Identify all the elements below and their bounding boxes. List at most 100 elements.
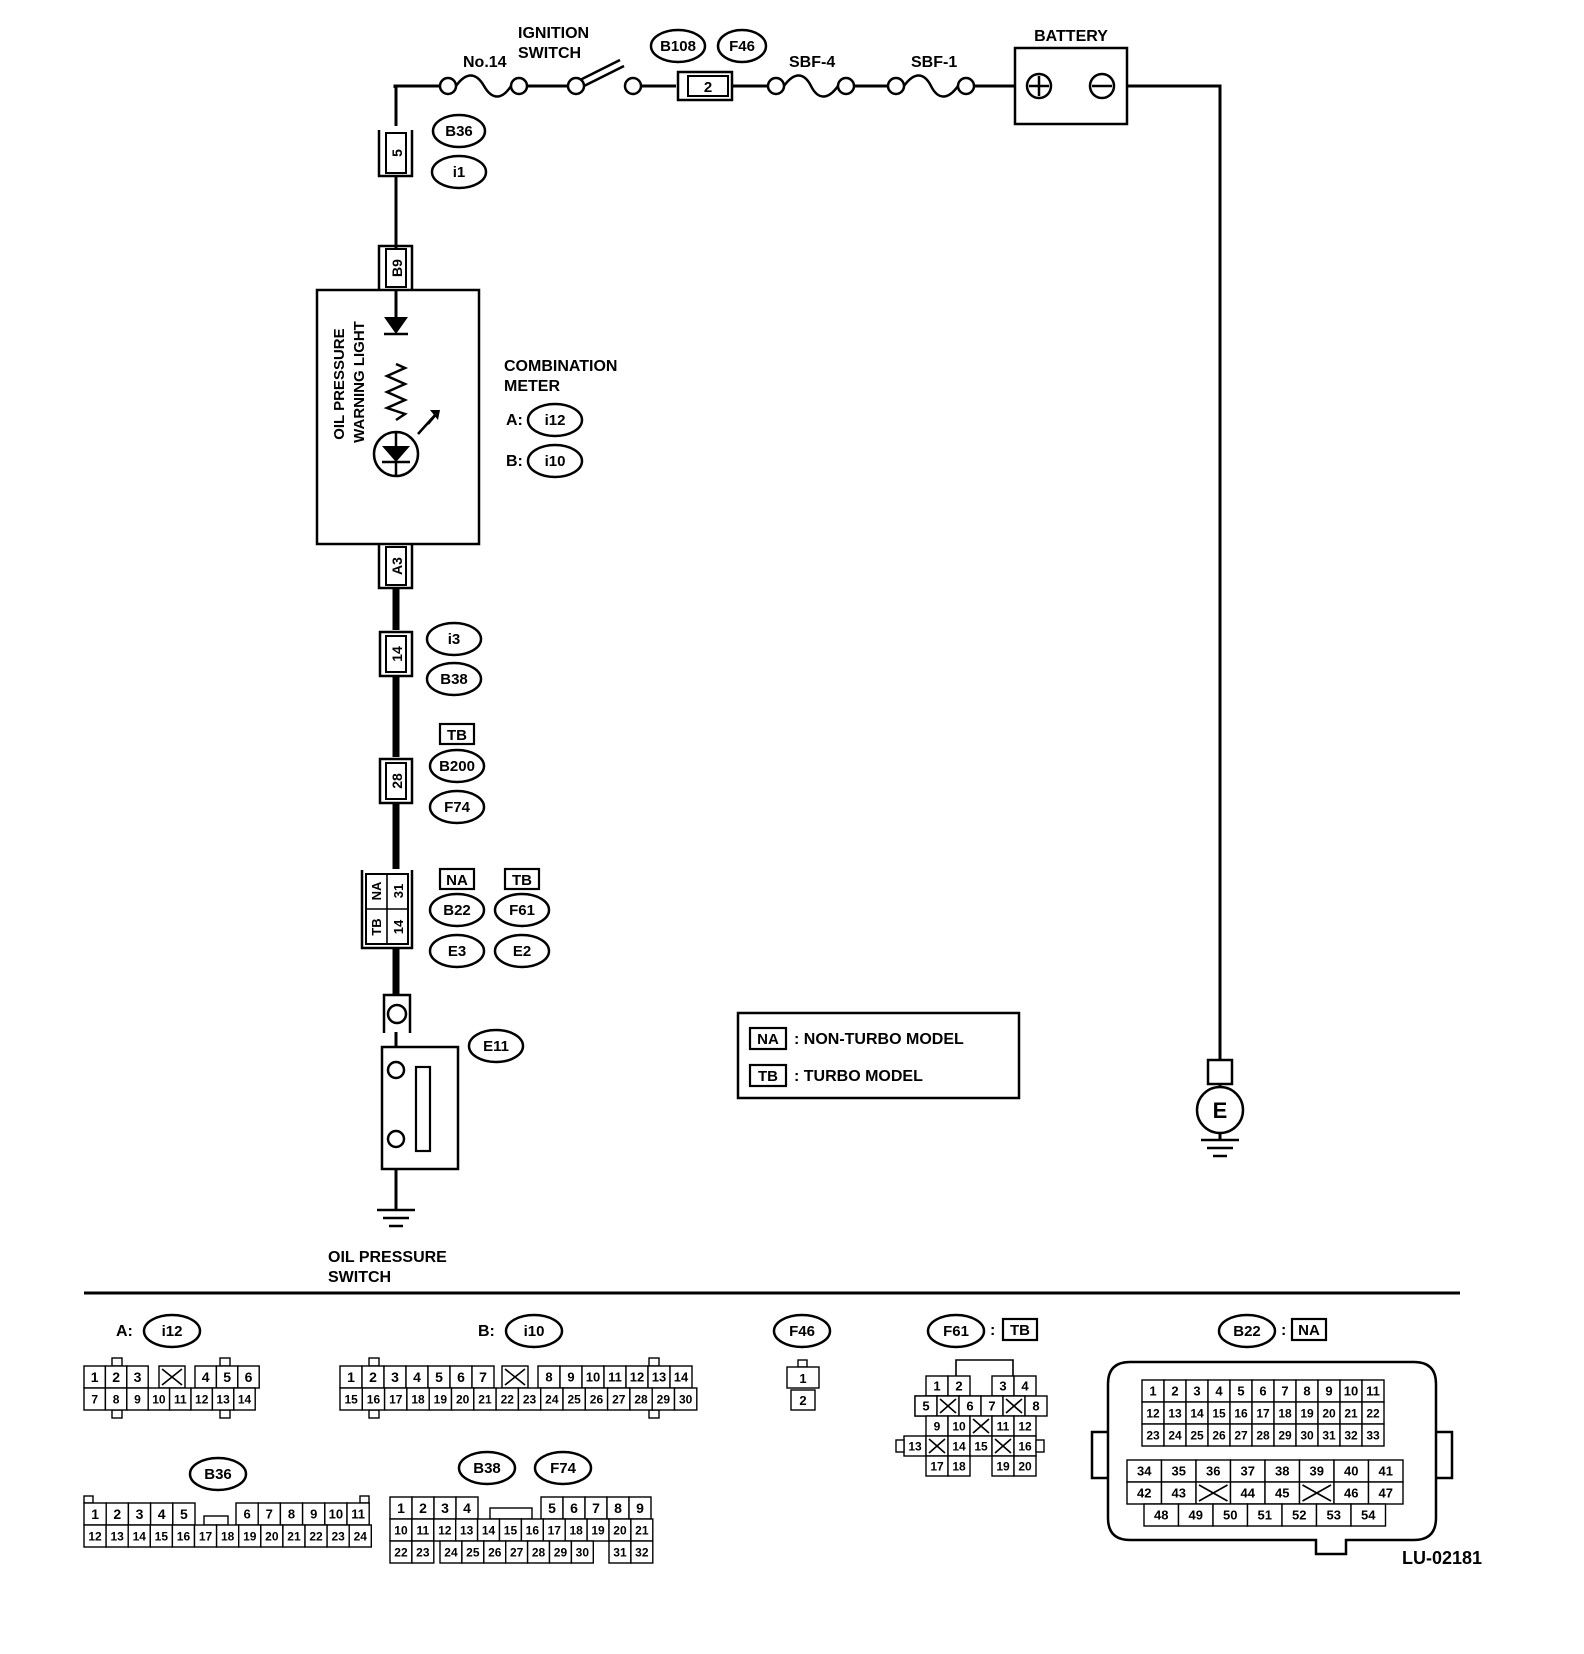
pin-number: 28 <box>634 1392 648 1406</box>
pin-number: 17 <box>199 1529 213 1543</box>
tag-f46-label: F46 <box>729 38 755 55</box>
pin-number: 4 <box>1021 1379 1029 1394</box>
pin-number: 43 <box>1172 1486 1186 1501</box>
pin-number: 7 <box>1281 1384 1288 1399</box>
connector-pin-14: 14 <box>378 630 414 678</box>
fuse-no14: No.14 <box>438 54 529 98</box>
pin-number: 17 <box>930 1459 944 1473</box>
combination-meter-text: COMBINATION METER <box>504 358 622 395</box>
pin-number: 12 <box>1018 1419 1032 1433</box>
pin-number: 6 <box>457 1369 465 1385</box>
pin-number: 22 <box>309 1529 323 1543</box>
combination-meter-line2: METER <box>504 378 560 395</box>
pin-number: 10 <box>329 1507 343 1522</box>
pin-number: 21 <box>287 1529 301 1543</box>
warning-light-label: OIL PRESSURE WARNING LIGHT <box>331 321 368 443</box>
oil-pressure-switch-line1: OIL PRESSURE <box>328 1249 447 1266</box>
pin-number: 21 <box>1344 1406 1358 1420</box>
pin-number: 24 <box>354 1529 368 1543</box>
pin-number: 10 <box>1344 1384 1358 1399</box>
pin-number: 13 <box>1168 1406 1182 1420</box>
cv-b-prefix: B: <box>478 1323 495 1340</box>
pin-number: 11 <box>351 1507 365 1522</box>
pin-number: 29 <box>657 1392 671 1406</box>
tag-b38-label: B38 <box>440 671 468 688</box>
pin-number: 11 <box>608 1370 622 1385</box>
f46-pin-1-label: 1 <box>799 1371 806 1386</box>
pin-number: 26 <box>590 1392 604 1406</box>
combination-meter-line1: COMBINATION <box>504 358 617 375</box>
pin-number: 22 <box>501 1392 515 1406</box>
warning-light-line2: WARNING LIGHT <box>351 321 368 443</box>
pin-number: 12 <box>630 1370 644 1385</box>
pin-number: 27 <box>612 1392 626 1406</box>
f46-pin-1 <box>786 1366 820 1389</box>
ignition-switch-line1: IGNITION <box>518 25 589 42</box>
pin-number: 16 <box>1018 1439 1032 1453</box>
pin-number: 3 <box>391 1369 399 1385</box>
pin-number: 19 <box>243 1529 257 1543</box>
pin-number: 9 <box>636 1500 644 1516</box>
pin-number: 2 <box>112 1369 120 1385</box>
tag-e2-label: E2 <box>513 943 531 960</box>
pin-31-label: 31 <box>391 884 406 898</box>
pin-number: 7 <box>266 1507 273 1522</box>
tag-i3: i3 <box>425 621 483 657</box>
cv-a-prefix: A: <box>116 1323 133 1340</box>
pin-number: 18 <box>411 1392 425 1406</box>
pin-number: 11 <box>1366 1384 1380 1399</box>
tag-i1: i1 <box>430 154 488 190</box>
pin-2-label: 2 <box>704 79 712 96</box>
pin-cell <box>1361 1423 1385 1447</box>
tag-b108: B108 <box>649 28 707 64</box>
tag-b108-label: B108 <box>660 38 696 55</box>
pin-number: 15 <box>155 1529 169 1543</box>
pin-number: 27 <box>510 1545 524 1559</box>
pin-number: 24 <box>444 1545 458 1559</box>
pin-number: 18 <box>569 1523 583 1537</box>
pin-number: 9 <box>567 1370 574 1385</box>
tag-e11: E11 <box>467 1028 525 1064</box>
pin-number: 20 <box>1018 1459 1032 1473</box>
pin-number: 1 <box>91 1506 99 1522</box>
pin-number: 45 <box>1275 1486 1289 1501</box>
pin-number: 19 <box>996 1459 1010 1473</box>
tag-f74: F74 <box>428 789 486 825</box>
pin-cell <box>233 1387 256 1411</box>
pin-number: 26 <box>488 1545 502 1559</box>
pin-number: 46 <box>1344 1486 1358 1501</box>
tag-i12-label: i12 <box>545 412 566 429</box>
legend-na-tag: NA <box>757 1031 779 1048</box>
f46-pin-2-label: 2 <box>799 1393 806 1408</box>
pin-number: 10 <box>152 1392 166 1406</box>
pin-number: 22 <box>1366 1406 1380 1420</box>
tb-tag-1: TB <box>447 727 467 744</box>
pin-number: 18 <box>952 1459 966 1473</box>
tag-b36: B36 <box>431 113 487 149</box>
pin-number: 9 <box>310 1507 317 1522</box>
sbf4-label: SBF-4 <box>789 54 835 71</box>
pin-number: 23 <box>523 1392 537 1406</box>
tag-i1-label: i1 <box>453 164 466 181</box>
pin-number: 1 <box>1149 1384 1156 1399</box>
pin-number: 1 <box>397 1500 405 1516</box>
sbf1-label: SBF-1 <box>911 54 957 71</box>
pin-number: 20 <box>1322 1406 1336 1420</box>
pin-number: 7 <box>988 1399 995 1414</box>
pin-number: 13 <box>216 1392 230 1406</box>
pin-number: 16 <box>177 1529 191 1543</box>
ignition-switch-line2: SWITCH <box>518 45 581 62</box>
pin-number: 8 <box>1032 1399 1039 1414</box>
pin-number: 12 <box>438 1523 452 1537</box>
oil-pressure-switch: OIL PRESSURE SWITCH <box>328 993 460 1286</box>
combination-meter-label: COMBINATION METER A: i12 B: i10 <box>504 358 622 479</box>
pin-number: 13 <box>652 1370 666 1385</box>
pin-number: 5 <box>922 1399 929 1414</box>
pin-number: 15 <box>344 1392 358 1406</box>
cv-f61-tag: TB <box>1010 1322 1030 1339</box>
pin-number: 34 <box>1137 1464 1152 1479</box>
